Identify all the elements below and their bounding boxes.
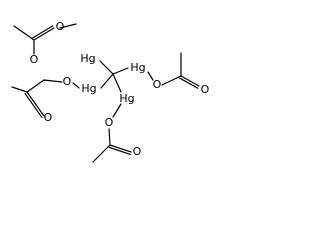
bond-c2-o2a-a	[26, 91, 45, 117]
bond-hg3-o3	[147, 71, 154, 81]
bond-o1-hg1	[59, 23, 77, 29]
mercury-atom-3: Hg	[130, 61, 145, 74]
bond-c2-o2b	[26, 79, 45, 93]
bond-c2-o2a-b	[24, 92, 43, 119]
oxygen-atom-1b: O	[56, 20, 65, 33]
bond-c1-o1b-a	[33, 27, 55, 41]
bond-hg2-o4	[112, 103, 122, 118]
oxygen-atom-1a: O	[30, 53, 39, 66]
bond-c1-o1b-b	[32, 25, 54, 39]
oxygen-atom-4b: O	[105, 116, 114, 129]
bond-c3-o3a-a	[180, 75, 200, 87]
bond-c4-o4a-a	[109, 144, 132, 153]
bond-o3-c3	[161, 75, 182, 86]
oxygen-atom-4a: O	[133, 145, 142, 158]
bond-c-hg3	[112, 67, 129, 75]
oxygen-atom-2b: O	[63, 75, 72, 88]
oxygen-atom-2a: O	[44, 111, 53, 124]
bond-c2b-o2	[43, 79, 63, 83]
bond-c4-me4	[92, 144, 111, 163]
mercury-atom-2: Hg	[119, 92, 134, 105]
bond-c-hg1	[99, 60, 114, 75]
bond-me1-c1	[13, 25, 35, 41]
mercury-atom-4: Hg	[81, 82, 96, 95]
bond-o4-c4	[108, 128, 111, 146]
bond-c-hg2	[112, 73, 122, 93]
bond-c3-o3a-b	[179, 77, 199, 89]
mercury-atom-1: Hg	[80, 52, 95, 65]
oxygen-atom-3a: O	[201, 83, 210, 96]
bond-me2-c2	[11, 86, 28, 93]
oxygen-atom-3b: O	[153, 78, 162, 91]
bond-o2-hg4	[72, 82, 80, 89]
bond-c4-o4a-b	[108, 146, 131, 155]
bond-c-hg4	[100, 73, 114, 89]
